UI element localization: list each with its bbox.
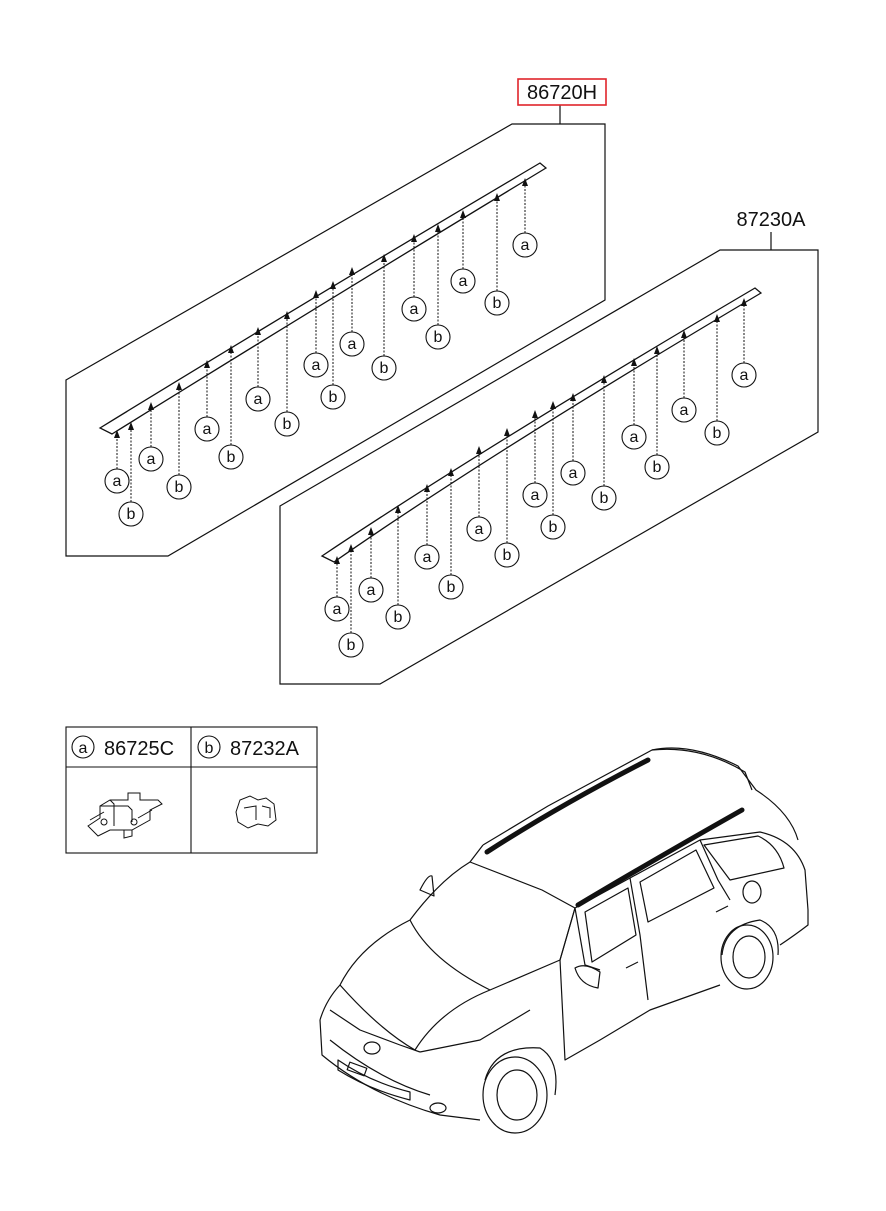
callout-letter: b xyxy=(503,547,512,564)
upper-callout-a: a xyxy=(104,430,130,494)
lower-rail-group xyxy=(279,232,819,685)
upper-callout-b: b xyxy=(118,422,144,527)
upper-callout-a: a xyxy=(138,402,164,472)
callout-letter: a xyxy=(203,421,212,438)
callout-letter: b xyxy=(394,609,403,626)
legend-table xyxy=(65,726,318,854)
upper-callout-b: b xyxy=(166,382,192,500)
lower-callout-b: b xyxy=(704,314,730,446)
callout-letter: b xyxy=(347,637,356,654)
vehicle-illustration xyxy=(319,747,809,1134)
upper-callout-b: b xyxy=(371,254,397,381)
callout-letter: a xyxy=(531,487,540,504)
callout-letter: a xyxy=(423,549,432,566)
callout-letter: a xyxy=(680,402,689,419)
upper-callout-b: b xyxy=(218,345,244,470)
callout-letter: a xyxy=(410,301,419,318)
legend-b: b 87232A xyxy=(197,735,300,760)
callout-letter: a xyxy=(630,429,639,446)
lower-callout-b: b xyxy=(338,544,364,658)
callout-letter: b xyxy=(493,295,502,312)
callout-letter: a xyxy=(254,391,263,408)
upper-rail-group xyxy=(65,105,606,557)
upper-rail-part-box xyxy=(517,78,607,106)
upper-rail-strip xyxy=(98,162,548,435)
lower-callout-b: b xyxy=(385,505,411,630)
lower-rail-part-number: 87230A xyxy=(737,209,807,231)
legend-a: a 86725C xyxy=(71,735,174,760)
lower-rail-panel xyxy=(279,249,819,685)
lower-callout-a: a xyxy=(466,446,492,542)
callout-letter: b xyxy=(600,490,609,507)
upper-callout-a: a xyxy=(450,210,476,294)
lower-callout-a: a xyxy=(414,484,440,570)
upper-callout-b: b xyxy=(484,193,510,316)
callout-letter: a xyxy=(312,357,321,374)
upper-callout-a: a xyxy=(245,327,271,412)
upper-callout-b: b xyxy=(320,281,346,410)
lower-callout-a: a xyxy=(560,393,586,486)
legend-a-part-number: 86725C xyxy=(104,738,174,760)
callout-letter: b xyxy=(127,506,136,523)
callout-letter: a xyxy=(569,465,578,482)
lower-callout-b: b xyxy=(540,401,566,540)
lower-callout-b: b xyxy=(644,346,670,480)
callout-letter: b xyxy=(329,389,338,406)
lower-callout-a: a xyxy=(358,527,384,603)
callout-letter: b xyxy=(447,579,456,596)
upper-callout-a: a xyxy=(512,178,538,258)
callout-letter: b xyxy=(549,519,558,536)
upper-callout-a: a xyxy=(401,234,427,322)
callout-letter: b xyxy=(713,425,722,442)
clip-b-drawing xyxy=(235,795,277,829)
callout-letter: a xyxy=(521,237,530,254)
legend-b-part-number: 87232A xyxy=(230,738,300,760)
callout-letter: b xyxy=(380,360,389,377)
callout-letter: b xyxy=(175,479,184,496)
svg-text:b: b xyxy=(205,740,214,757)
callout-letter: b xyxy=(434,329,443,346)
upper-callout-a: a xyxy=(339,267,365,357)
lower-callout-a: a xyxy=(324,556,350,622)
callout-letter: a xyxy=(740,367,749,384)
callout-letter: a xyxy=(348,336,357,353)
callout-letter: b xyxy=(653,459,662,476)
upper-rail-part-number: 86720H xyxy=(527,82,597,104)
callout-letter: a xyxy=(333,601,342,618)
callout-letter: a xyxy=(475,521,484,538)
lower-callout-a: a xyxy=(671,330,697,423)
lower-callout-b: b xyxy=(494,428,520,568)
lower-callout-a: a xyxy=(522,410,548,508)
callout-letter: a xyxy=(113,473,122,490)
callout-letter: b xyxy=(227,449,236,466)
vehicle-roof-rail-right xyxy=(575,807,745,908)
callout-letter: a xyxy=(367,582,376,599)
vehicle-roof-rail-left xyxy=(484,757,651,855)
upper-callout-a: a xyxy=(194,360,220,442)
callout-letter: b xyxy=(283,416,292,433)
lower-callout-b: b xyxy=(591,375,617,511)
lower-callout-b: b xyxy=(438,468,464,600)
callout-letter: a xyxy=(147,451,156,468)
upper-callout-a: a xyxy=(303,290,329,378)
callout-letter: a xyxy=(459,273,468,290)
upper-callout-b: b xyxy=(274,311,300,437)
clip-a-drawing xyxy=(87,792,163,839)
upper-rail-panel xyxy=(65,123,606,557)
lower-callout-a: a xyxy=(621,358,647,450)
lower-rail-strip xyxy=(320,287,763,563)
svg-text:a: a xyxy=(79,740,88,757)
upper-callout-b: b xyxy=(425,224,451,350)
vehicle-roof-rails xyxy=(484,757,745,908)
lower-callout-a: a xyxy=(731,298,757,388)
